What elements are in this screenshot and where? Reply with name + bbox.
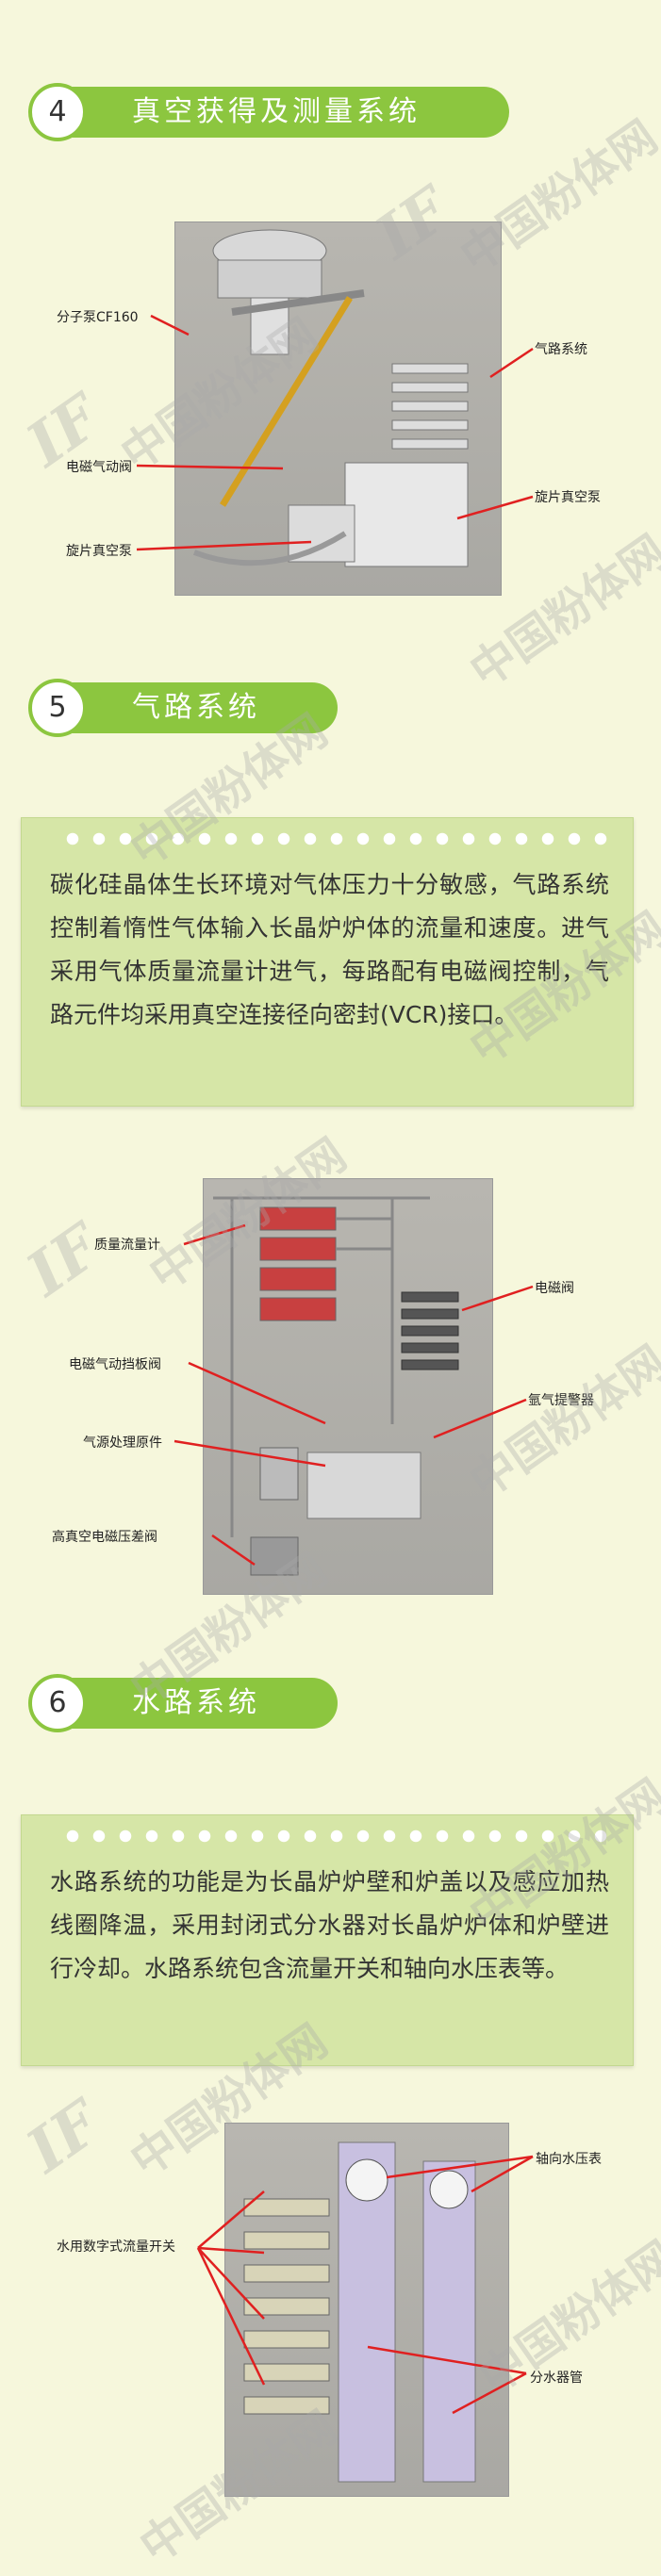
water-callout-arrows bbox=[196, 2155, 534, 2415]
section-pill bbox=[45, 87, 509, 138]
label-mass-flow-meter: 质量流量计 bbox=[94, 1238, 160, 1253]
section-title: 真空获得及测量系统 bbox=[132, 95, 421, 128]
vacuum-callout-arrows bbox=[136, 314, 534, 551]
section-pill bbox=[45, 682, 338, 733]
label-baffle-valve: 电磁气动挡板阀 bbox=[69, 1357, 161, 1372]
label-hv-valve: 高真空电磁压差阀 bbox=[52, 1530, 157, 1545]
gas-equipment-illustration bbox=[213, 1196, 459, 1576]
section-4-header: 4 真空获得及测量系统 bbox=[28, 83, 509, 141]
section-pill bbox=[45, 1678, 338, 1729]
label-axial-gauge: 轴向水压表 bbox=[536, 2152, 602, 2167]
section-title: 气路系统 bbox=[132, 691, 260, 724]
label-flow-switch: 水用数字式流量开关 bbox=[57, 2240, 175, 2255]
label-molecular-pump: 分子泵CF160 bbox=[57, 310, 139, 325]
label-rotary-pump-left: 旋片真空泵 bbox=[66, 544, 132, 559]
label-argon-purifier: 氩气提警器 bbox=[528, 1393, 594, 1408]
section-number-badge: 5 bbox=[28, 679, 87, 737]
water-system-diagram bbox=[224, 2123, 509, 2497]
section-number-badge: 6 bbox=[28, 1674, 87, 1732]
section-number-badge: 4 bbox=[28, 83, 87, 141]
label-gas-source: 气源处理原件 bbox=[83, 1436, 162, 1451]
card-dot-decoration bbox=[59, 1829, 614, 1844]
gas-callout-arrows bbox=[174, 1223, 534, 1567]
section-title: 水路系统 bbox=[132, 1686, 260, 1719]
label-solenoid: 电磁阀 bbox=[535, 1281, 574, 1296]
label-manifold: 分水器管 bbox=[530, 2371, 583, 2386]
gas-system-description-card: 碳化硅晶体生长环境对气体压力十分敏感，气路系统控制着惰性气体输入长晶炉炉体的流量… bbox=[21, 817, 634, 1107]
label-gas-system: 气路系统 bbox=[535, 342, 587, 357]
vacuum-equipment-illustration bbox=[192, 229, 469, 567]
label-rotary-pump-right: 旋片真空泵 bbox=[535, 490, 601, 505]
card-dot-decoration bbox=[59, 831, 614, 846]
water-equipment-illustration bbox=[243, 2141, 476, 2483]
section-5-header: 5 气路系统 bbox=[28, 679, 509, 737]
card-text: 碳化硅晶体生长环境对气体压力十分敏感，气路系统控制着惰性气体输入长晶炉炉体的流量… bbox=[50, 871, 609, 1028]
vacuum-system-diagram bbox=[174, 222, 502, 596]
section-6-header: 6 水路系统 bbox=[28, 1674, 509, 1732]
gas-system-diagram bbox=[203, 1178, 493, 1595]
card-text: 水路系统的功能是为长晶炉炉壁和炉盖以及感应加热线圈降温，采用封闭式分水器对长晶炉… bbox=[50, 1868, 609, 1982]
water-system-description-card: 水路系统的功能是为长晶炉炉壁和炉盖以及感应加热线圈降温，采用封闭式分水器对长晶炉… bbox=[21, 1814, 634, 2066]
label-solenoid-valve: 电磁气动阀 bbox=[66, 460, 132, 475]
